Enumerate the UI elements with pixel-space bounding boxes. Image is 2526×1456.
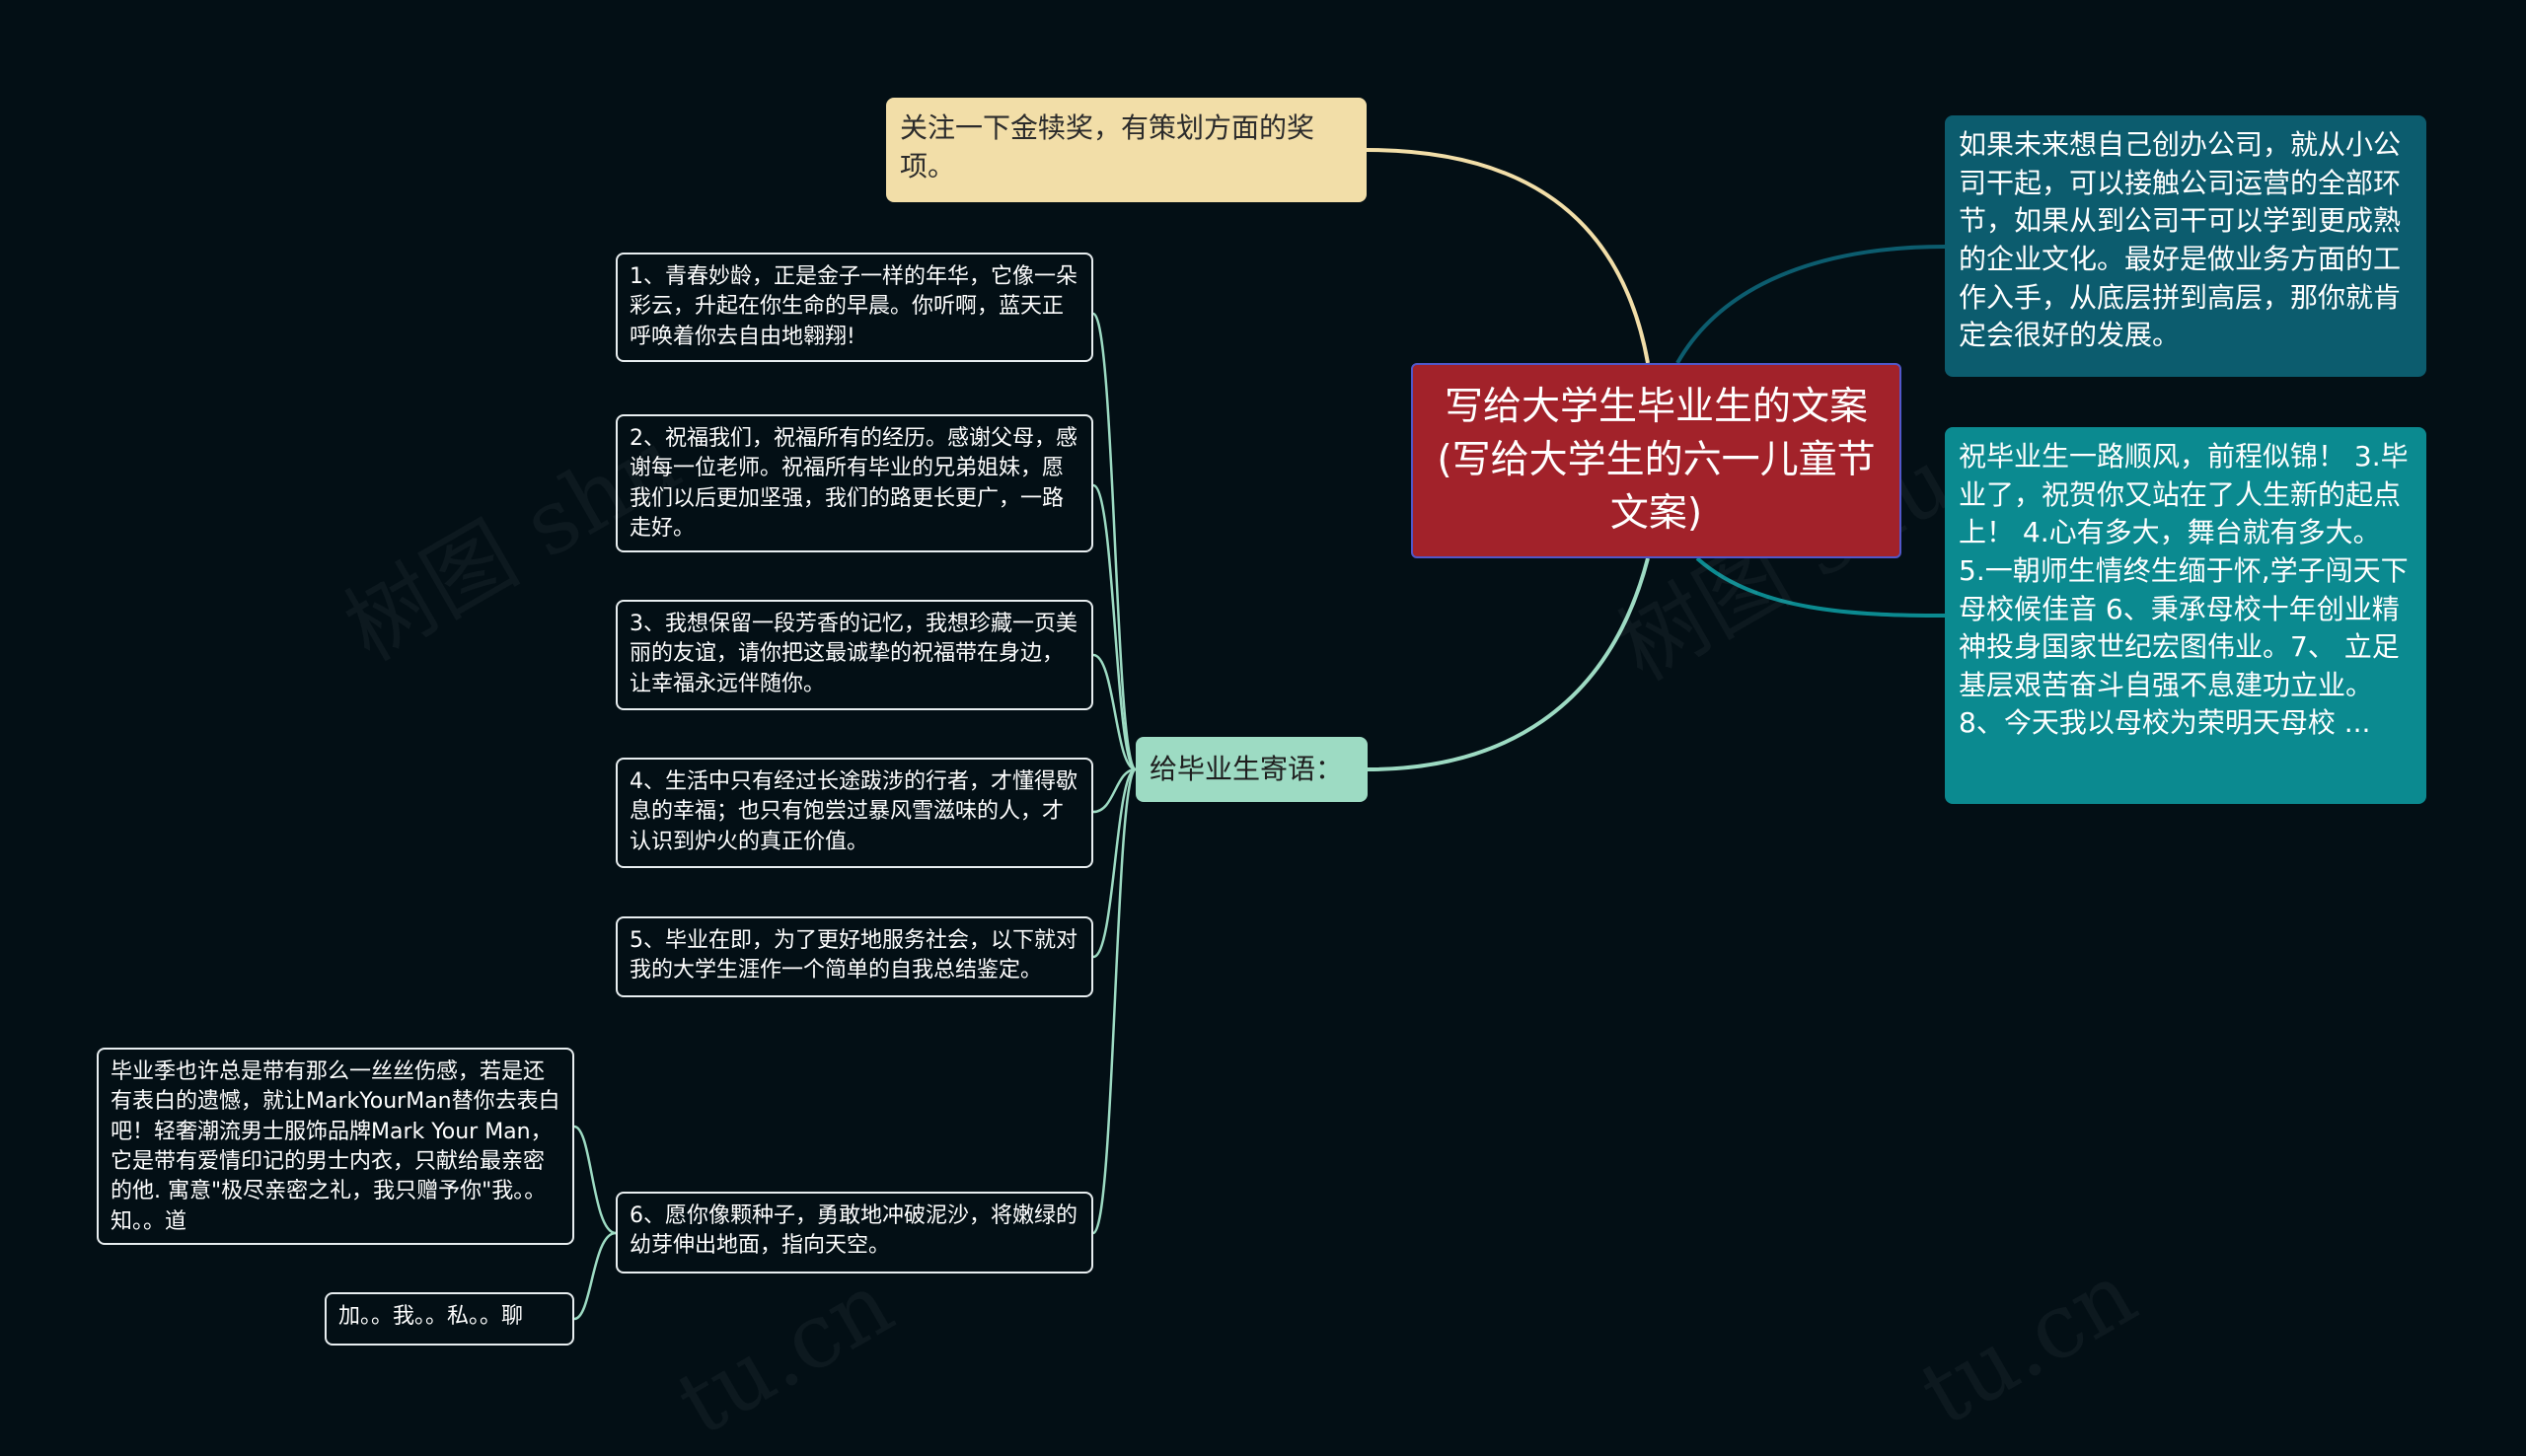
link-root-to-top-note (1366, 148, 1650, 364)
right-node-text: 如果未来想自己创办公司，就从小公司干起，可以接触公司运营的全部环节，如果从到公司… (1959, 128, 2402, 352)
leaf-node-text: 6、愿你像颗种子，勇敢地冲破泥沙，将嫩绿的幼芽伸出地面，指向天空。 (630, 1203, 1077, 1259)
leaf-node-2[interactable]: 2、祝福我们，祝福所有的经历。感谢父母，感谢每一位老师。祝福所有毕业的兄弟姐妹，… (616, 414, 1093, 552)
leaf-node-3[interactable]: 3、我想保留一段芳香的记忆，我想珍藏一页美丽的友谊，请你把这最诚挚的祝福带在身边… (616, 600, 1093, 710)
sub-leaf-node-text: 加。。我。。私。。聊 (338, 1304, 524, 1329)
root-node-text: 写给大学生毕业生的文案(写给大学生的六一儿童节文案) (1437, 385, 1876, 536)
link-branch-to-leaf-4 (1092, 767, 1137, 814)
link-branch-to-leaf-1 (1091, 312, 1138, 771)
leaf-node-1[interactable]: 1、青春妙龄，正是金子一样的年华，它像一朵彩云，升起在你生命的早晨。你听啊，蓝天… (616, 253, 1093, 362)
link-branch-to-leaf-2 (1092, 483, 1137, 771)
right-node-text: 祝毕业生一路顺风，前程似锦！ 3.毕业了，祝贺你又站在了人生新的起点上！ 4.心… (1959, 440, 2409, 740)
leaf-node-text: 5、毕业在即，为了更好地服务社会，以下就对我的大学生涯作一个简单的自我总结鉴定。 (630, 928, 1077, 983)
leaf-node-5[interactable]: 5、毕业在即，为了更好地服务社会，以下就对我的大学生涯作一个简单的自我总结鉴定。 (616, 916, 1093, 997)
link-branch-to-leaf-6 (1091, 767, 1138, 1235)
link-root-to-right-a (1675, 245, 1946, 364)
right-node-graduation-wishes[interactable]: 祝毕业生一路顺风，前程似锦！ 3.毕业了，祝贺你又站在了人生新的起点上！ 4.心… (1945, 427, 2426, 804)
leaf-node-text: 2、祝福我们，祝福所有的经历。感谢父母，感谢每一位老师。祝福所有毕业的兄弟姐妹，… (630, 426, 1077, 542)
leaf-node-text: 1、青春妙龄，正是金子一样的年华，它像一朵彩云，升起在你生命的早晨。你听啊，蓝天… (630, 264, 1077, 349)
top-note-text: 关注一下金犊奖，有策划方面的奖项。 (900, 111, 1315, 182)
watermark: tu.cn (1903, 1242, 2153, 1445)
root-node[interactable]: 写给大学生毕业生的文案(写给大学生的六一儿童节文案) (1411, 363, 1901, 558)
branch-node-label: 给毕业生寄语： (1150, 752, 1344, 785)
link-leaf6-to-sub-1 (573, 1125, 617, 1235)
watermark: tu.cn (660, 1252, 910, 1455)
link-branch-to-leaf-3 (1092, 653, 1137, 771)
top-note-node[interactable]: 关注一下金犊奖，有策划方面的奖项。 (886, 98, 1367, 202)
leaf-node-6[interactable]: 6、愿你像颗种子，勇敢地冲破泥沙，将嫩绿的幼芽伸出地面，指向天空。 (616, 1192, 1093, 1274)
right-node-startup-advice[interactable]: 如果未来想自己创办公司，就从小公司干起，可以接触公司运营的全部环节，如果从到公司… (1945, 115, 2426, 377)
sub-leaf-node-2[interactable]: 加。。我。。私。。聊 (325, 1292, 574, 1346)
leaf-node-text: 4、生活中只有经过长途跋涉的行者，才懂得歇息的幸福；也只有饱尝过暴风雪滋味的人，… (630, 769, 1077, 854)
link-leaf6-to-sub-2 (573, 1231, 617, 1321)
leaf-node-text: 3、我想保留一段芳香的记忆，我想珍藏一页美丽的友谊，请你把这最诚挚的祝福带在身边… (630, 612, 1077, 696)
link-branch-to-leaf-5 (1092, 767, 1137, 959)
sub-leaf-node-text: 毕业季也许总是带有那么一丝丝伤感，若是还有表白的遗憾，就让MarkYourMan… (111, 1059, 560, 1234)
sub-leaf-node-1[interactable]: 毕业季也许总是带有那么一丝丝伤感，若是还有表白的遗憾，就让MarkYourMan… (97, 1048, 574, 1245)
leaf-node-4[interactable]: 4、生活中只有经过长途跋涉的行者，才懂得歇息的幸福；也只有饱尝过暴风雪滋味的人，… (616, 758, 1093, 868)
branch-node-graduate-messages[interactable]: 给毕业生寄语： (1136, 737, 1368, 802)
